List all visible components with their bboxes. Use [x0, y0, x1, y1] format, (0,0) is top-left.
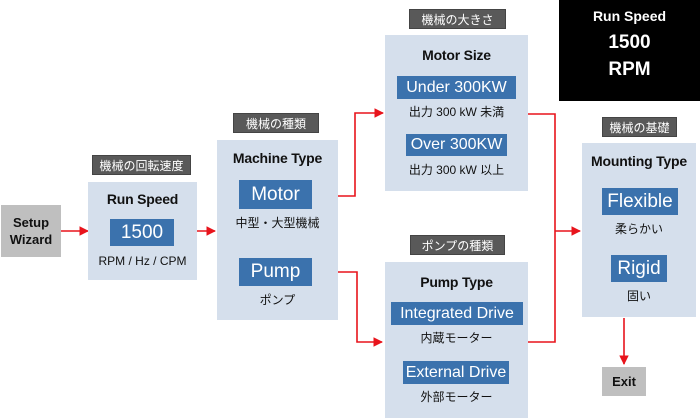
rigid-subtitle: 固い — [626, 289, 651, 303]
tag-machine-type: 機械の種類 — [233, 113, 319, 133]
under-300kw-subtitle: 出力 300 kW 未満 — [408, 105, 505, 119]
integrated-drive-subtitle: 内蔵モーター — [420, 331, 493, 345]
setup-wizard-button[interactable]: Setup Wizard — [1, 205, 61, 257]
status-value: 1500 — [608, 32, 651, 53]
run-speed-status-box: Run Speed 1500 RPM — [559, 0, 700, 101]
tag-motor-size: 機械の大きさ — [409, 9, 506, 29]
pump-type-panel: Pump Type Integrated Drive 内蔵モーター Extern… — [385, 262, 528, 418]
arrow-size-to-mount — [528, 113, 556, 231]
flexible-subtitle: 柔らかい — [614, 222, 663, 236]
mounting-type-panel: Mounting Type Flexible 柔らかい Rigid 固い — [582, 143, 696, 317]
arrow-pumptype-to-mount — [524, 231, 556, 343]
setup-wizard-label-2: Wizard — [9, 232, 53, 247]
status-unit: RPM — [608, 59, 651, 80]
motor-subtitle: 中型・大型機械 — [235, 216, 320, 230]
over-300kw-subtitle: 出力 300 kW 以上 — [408, 163, 505, 177]
motor-size-panel: Motor Size Under 300KW 出力 300 kW 未満 Over… — [385, 35, 528, 191]
tag-mounting-type: 機械の基礎 — [602, 117, 677, 137]
setup-wizard-label-1: Setup — [12, 215, 50, 230]
external-drive-button[interactable]: External Drive — [403, 361, 509, 384]
under-300kw-button[interactable]: Under 300KW — [397, 76, 516, 99]
run-speed-panel: Run Speed 1500 RPM / Hz / CPM — [88, 182, 197, 280]
integrated-drive-button[interactable]: Integrated Drive — [391, 302, 523, 325]
run-speed-units: RPM / Hz / CPM — [98, 254, 187, 268]
over-300kw-button[interactable]: Over 300KW — [406, 134, 507, 156]
external-drive-subtitle: 外部モーター — [420, 390, 493, 404]
tag-run-speed: 機械の回転速度 — [92, 155, 191, 175]
panel-title-machine-type: Machine Type — [232, 150, 323, 166]
flexible-button[interactable]: Flexible — [602, 188, 678, 215]
panel-title-motor-size: Motor Size — [422, 47, 491, 63]
machine-type-panel: Machine Type Motor 中型・大型機械 Pump ポンプ — [217, 140, 338, 320]
panel-title-run-speed: Run Speed — [106, 191, 179, 207]
pump-button[interactable]: Pump — [239, 258, 312, 286]
tag-pump-type: ポンプの種類 — [410, 235, 505, 255]
exit-button[interactable]: Exit — [602, 367, 646, 396]
panel-title-mounting-type: Mounting Type — [591, 153, 687, 169]
panel-title-pump-type: Pump Type — [420, 274, 493, 290]
rigid-button[interactable]: Rigid — [611, 255, 667, 282]
run-speed-value-button[interactable]: 1500 — [110, 219, 174, 246]
status-title: Run Speed — [592, 8, 667, 24]
pump-subtitle: ポンプ — [259, 293, 296, 307]
motor-button[interactable]: Motor — [239, 180, 312, 209]
